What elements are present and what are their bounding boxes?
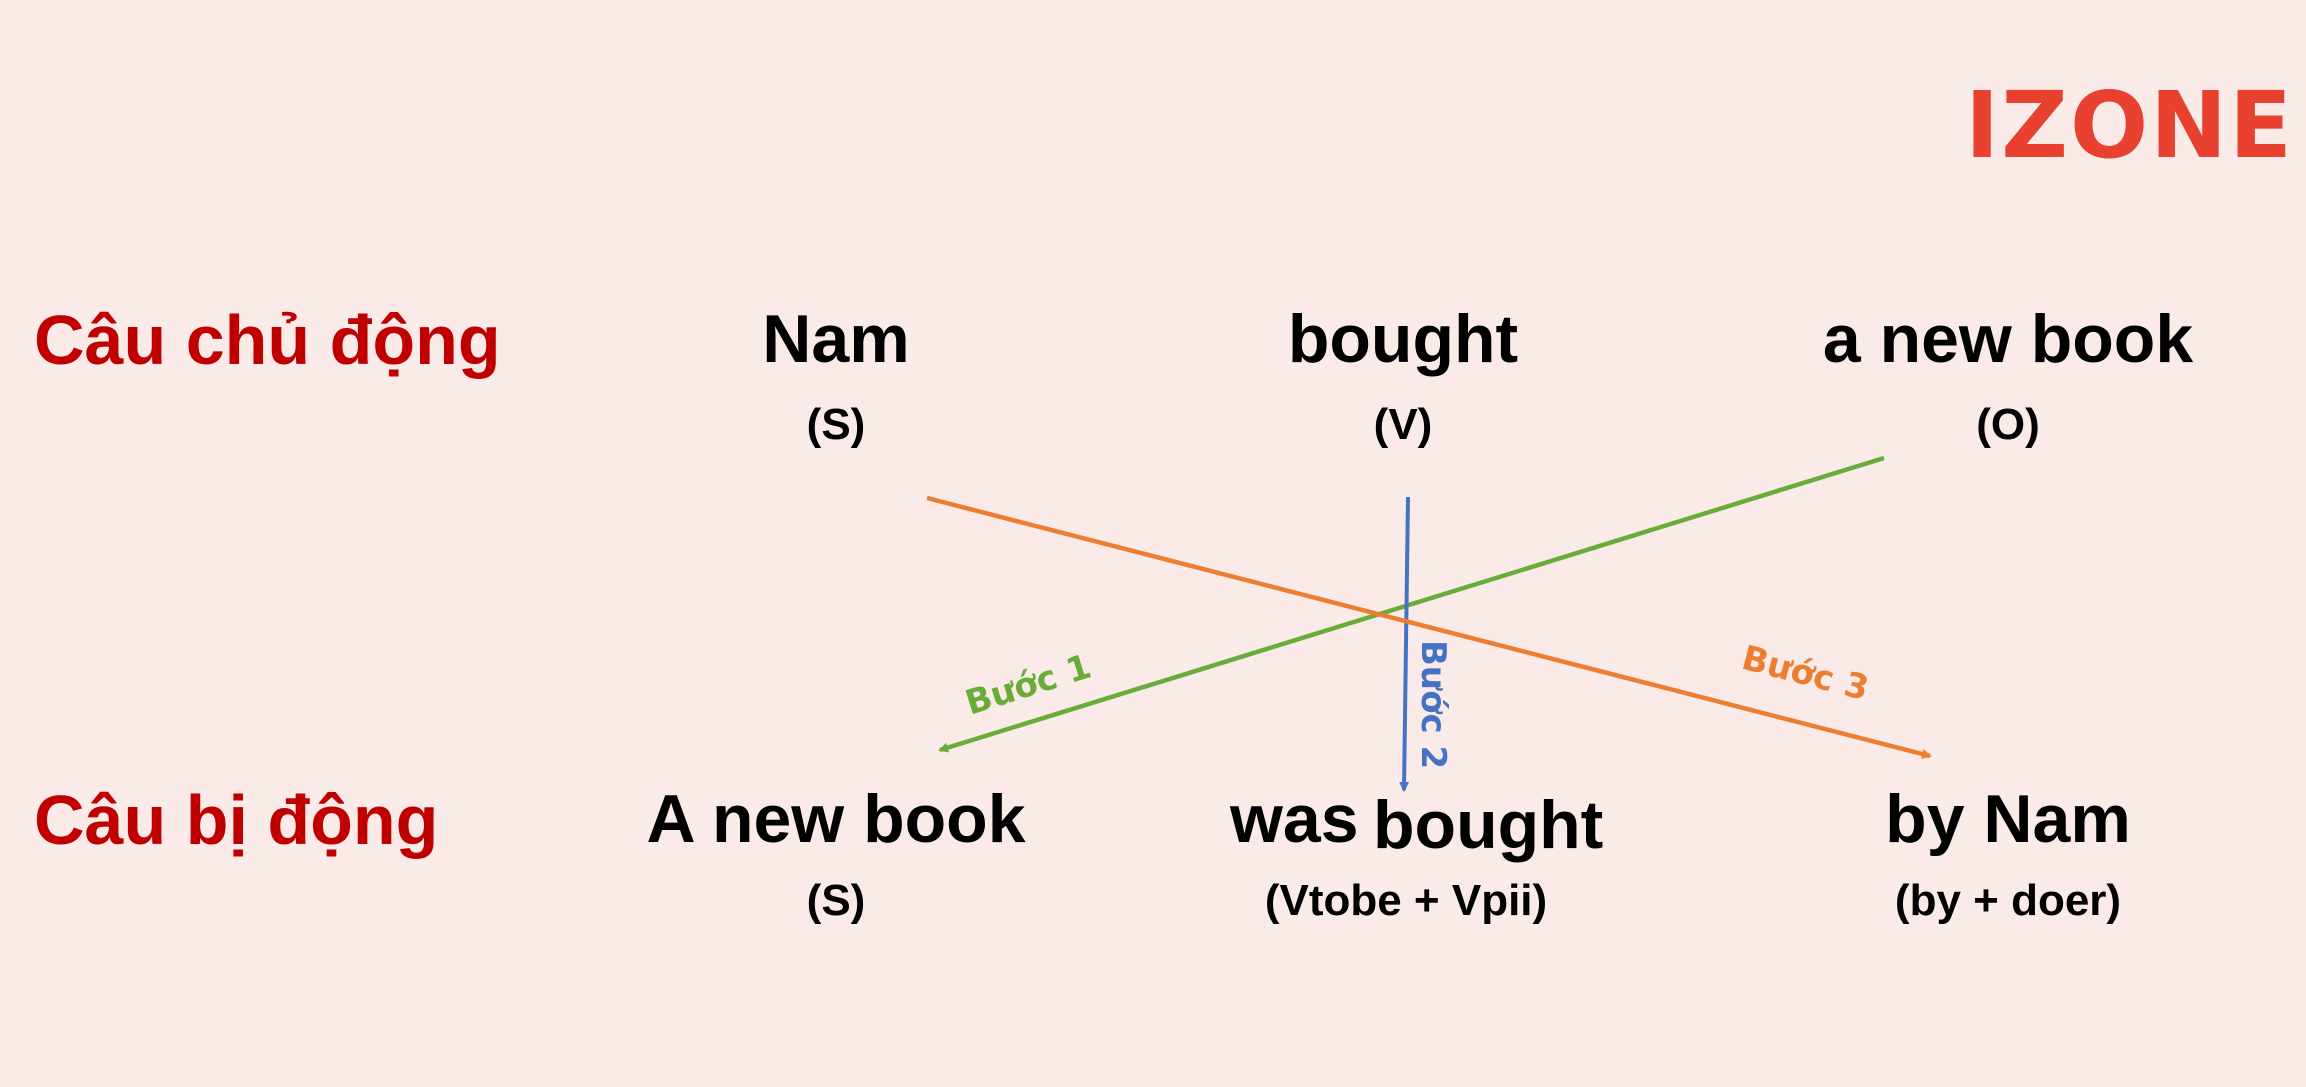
active-subject-role: (S) bbox=[806, 400, 866, 449]
izone-logo: IZONE bbox=[1965, 72, 2294, 179]
active-verb-role: (V) bbox=[1373, 400, 1433, 449]
passive-verb-role: (Vtobe + Vpii) bbox=[1264, 876, 1548, 925]
passive-verb: bought bbox=[1373, 787, 1604, 863]
active-object-role: (O) bbox=[1976, 400, 2040, 449]
passive-subject: A new book bbox=[646, 781, 1026, 857]
step1-label: Bước 1 bbox=[961, 647, 1096, 724]
passive-agent-role: (by + doer) bbox=[1894, 876, 2122, 925]
passive-sentence-label: Câu bị động bbox=[34, 781, 439, 859]
passive-aux: was bbox=[1230, 781, 1359, 857]
step1-arrow bbox=[938, 455, 1885, 753]
active-object: a new book bbox=[1822, 301, 2194, 377]
step2-arrow bbox=[1399, 496, 1410, 792]
step2-label: Bước 2 bbox=[1413, 640, 1453, 769]
passive-agent: by Nam bbox=[1885, 781, 2131, 857]
step3-label: Bước 3 bbox=[1738, 638, 1873, 709]
passive-subject-role: (S) bbox=[806, 876, 866, 925]
active-verb: bought bbox=[1287, 301, 1519, 377]
active-subject: Nam bbox=[762, 301, 910, 377]
active-sentence-label: Câu chủ động bbox=[34, 301, 501, 379]
step3-arrow bbox=[926, 495, 1932, 759]
